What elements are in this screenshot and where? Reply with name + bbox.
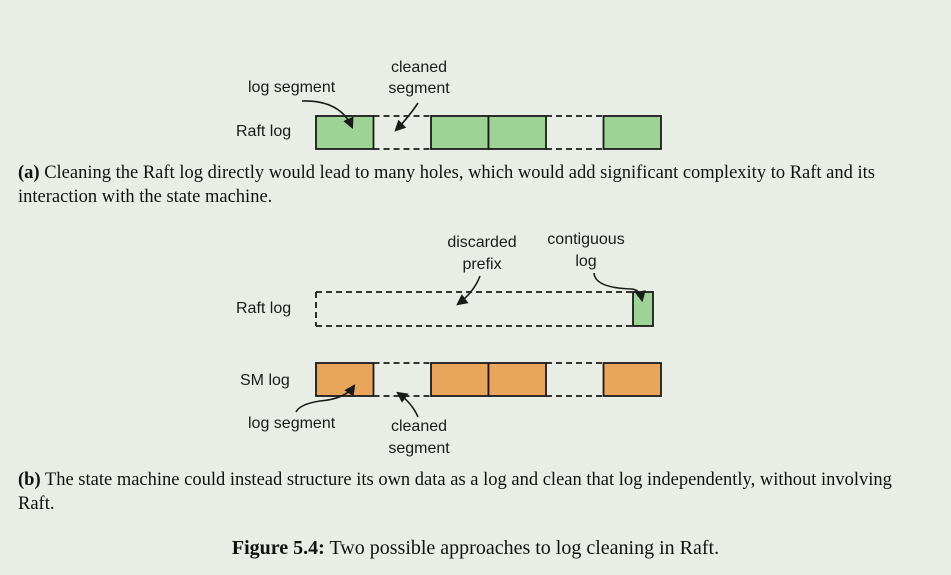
discarded-prefix-outline [315,291,633,327]
panel-b-contiguous-log-arrow [593,272,646,303]
figure-caption-tag: Figure 5.4: [231,537,325,559]
figure-caption-text: Two possible approaches to log cleaning … [324,537,720,559]
panel-b-cleaned-label-line2: segment [388,440,450,457]
raft-log-cleaned-slot-5 [546,115,604,150]
sm-log-segment-3 [430,362,490,397]
figure-caption: Figure 5.4: Two possible approaches to l… [0,537,951,560]
panel-b-caption-text: The state machine could instead structur… [18,470,892,514]
panel-a-log-segment-arrow [301,100,354,130]
panel-b-cleaned-segment-arrow [396,391,419,418]
panel-a-raft-log [315,115,662,150]
panel-b-sm-log [315,362,662,397]
raft-log-segment-3 [430,115,490,150]
panel-b-discarded-label-line1: discarded [447,234,517,251]
panel-a-cleaned-label-line2: segment [388,80,450,97]
panel-a-caption-text: Cleaning the Raft log directly would lea… [18,163,875,207]
raft-log-segment-4 [487,115,547,150]
panel-a-caption: (a) Cleaning the Raft log directly would… [18,161,918,209]
raft-log-segment-6 [602,115,662,150]
sm-log-segment-1 [315,362,375,397]
sm-log-cleaned-slot-2 [373,362,431,397]
panel-b-raft-log [315,291,654,327]
panel-b-discarded-label-line2: prefix [462,256,502,273]
sm-log-segment-4 [487,362,547,397]
panel-a-caption-tag: (a) [18,163,40,183]
panel-b-cleaned-label-line1: cleaned [390,418,448,435]
panel-a-log-segment-label: log segment [248,79,336,96]
panel-a-cleaned-label-line1: cleaned [390,59,448,76]
panel-b-contiguous-label-line1: contiguous [547,231,625,248]
raft-log-segment-1 [315,115,375,150]
sm-log-cleaned-slot-5 [546,362,604,397]
panel-b-log-segment-label: log segment [248,415,336,432]
sm-log-segment-6 [602,362,662,397]
panel-a-cleaned-segment-arrow [394,102,419,132]
panel-b-contiguous-label-line2: log [575,253,597,270]
panel-a-raft-log-label: Raft log [236,123,292,140]
panel-b-log-segment-arrow [295,384,356,413]
contiguous-log-segment [632,291,654,327]
panel-b-caption: (b) The state machine could instead stru… [18,468,918,516]
panel-b-raft-log-label: Raft log [236,300,292,317]
panel-b-discarded-prefix-arrow [456,275,481,306]
panel-b-sm-log-label: SM log [240,372,290,389]
raft-log-cleaned-slot-2 [373,115,431,150]
panel-b-caption-tag: (b) [18,470,41,490]
